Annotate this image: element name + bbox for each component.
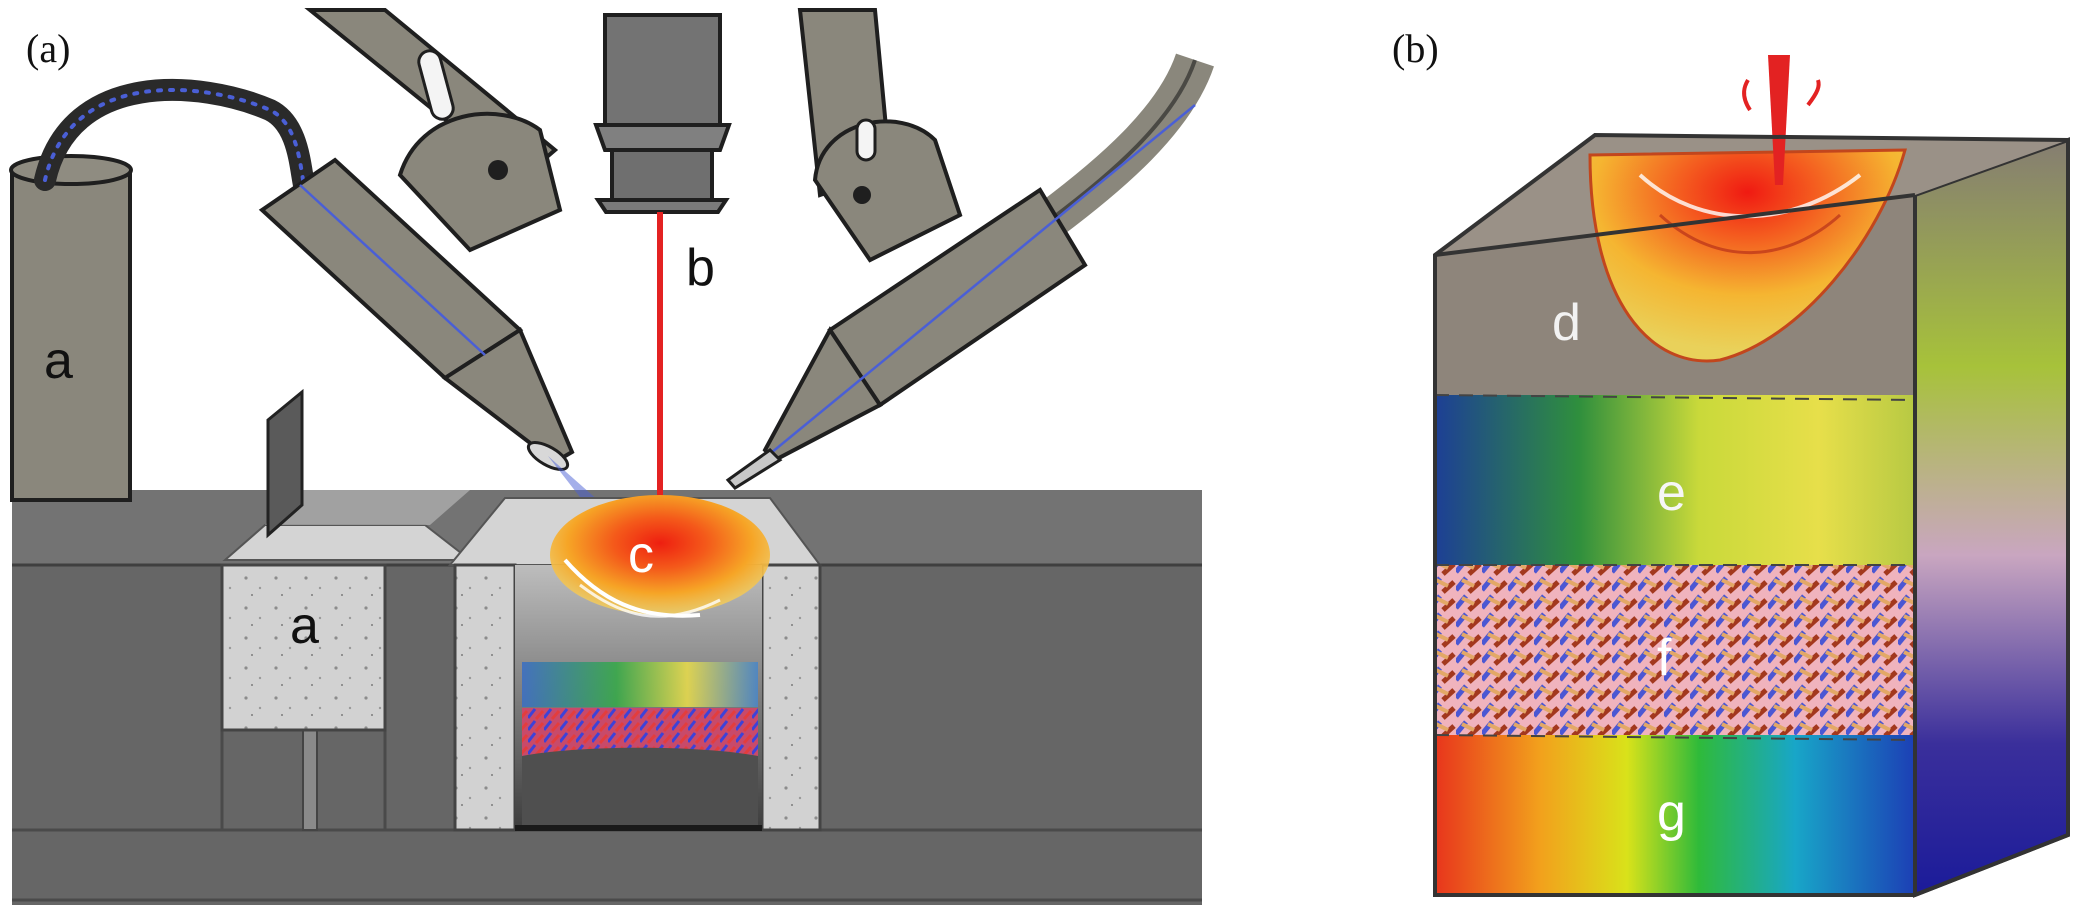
- laser-label: b: [686, 239, 715, 297]
- panel-a-label: (a): [26, 26, 70, 71]
- layer-g-label: g: [1657, 784, 1686, 842]
- layer-f: [1435, 565, 1915, 735]
- panel-a: (a) a: [9, 8, 1214, 905]
- layer-e: [1435, 395, 1915, 565]
- block-side-face: [1915, 140, 2068, 895]
- panel-b: (b): [1392, 26, 2070, 898]
- right-robot-arm: [725, 8, 1214, 490]
- melt-pool: [550, 495, 770, 615]
- layer-e-label: e: [1657, 464, 1686, 522]
- layer-g: [1435, 735, 1915, 895]
- layer-d-label: d: [1552, 294, 1581, 352]
- panel-b-label: (b): [1392, 26, 1439, 71]
- hopper-label: a: [44, 332, 73, 390]
- feed-block: a: [220, 388, 473, 732]
- laser-head: b: [593, 13, 732, 515]
- build-chamber: c: [447, 495, 822, 832]
- feed-block-label: a: [290, 597, 319, 655]
- layer-f-label: f: [1657, 629, 1672, 687]
- melt-pool-b: [1588, 148, 1907, 363]
- melt-pool-label: c: [628, 526, 654, 584]
- powder-hopper: a: [9, 154, 133, 502]
- laser-beam-b: [1768, 55, 1790, 185]
- left-robot-arm: [258, 8, 600, 510]
